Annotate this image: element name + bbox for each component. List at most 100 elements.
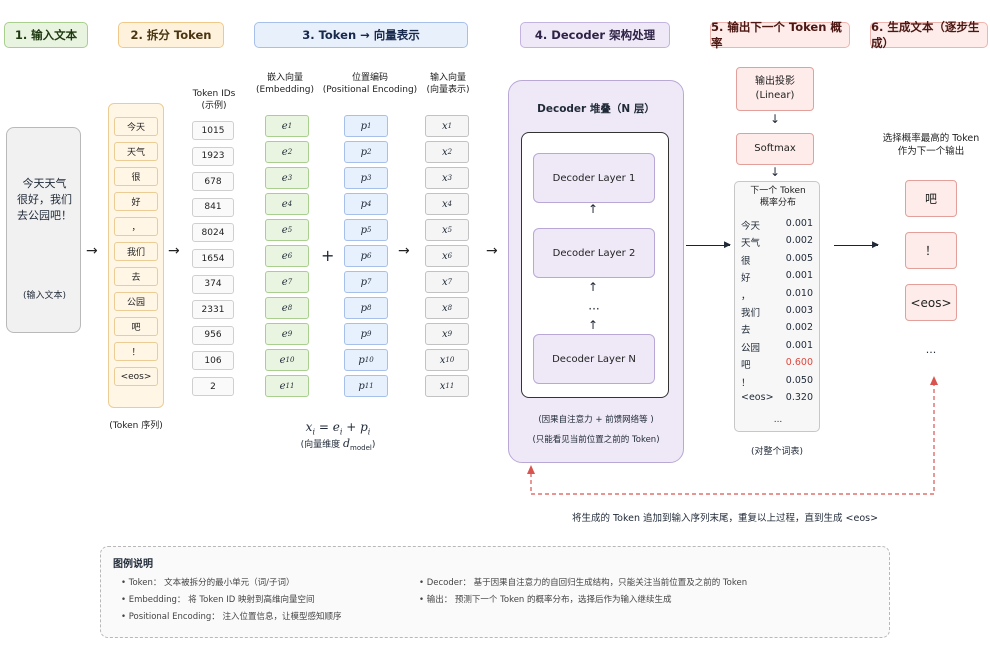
vector-index: 8 bbox=[287, 304, 293, 312]
vector-index: 11 bbox=[445, 382, 455, 390]
decoder-layer-n: Decoder Layer N bbox=[533, 334, 655, 384]
token-chip: 好 bbox=[114, 192, 158, 211]
arrow-line bbox=[686, 245, 730, 246]
probability-value: 0.320 bbox=[785, 392, 813, 403]
output-more: ... bbox=[925, 343, 937, 356]
vector-index: 8 bbox=[447, 304, 453, 312]
probability-token: 天气 bbox=[741, 238, 761, 250]
probability-value: 0.003 bbox=[785, 305, 813, 316]
arrow-down-icon: ↓ bbox=[770, 112, 781, 126]
vector-symbol: p bbox=[360, 224, 367, 236]
vector-index: 6 bbox=[287, 252, 293, 260]
vector-symbol: x bbox=[441, 120, 448, 132]
probability-token: 公园 bbox=[741, 342, 761, 354]
distribution-title-line: 概率分布 bbox=[759, 198, 796, 208]
probability-token: 今天 bbox=[741, 221, 761, 232]
vector-symbol: e bbox=[279, 354, 286, 366]
positional-header-line: 位置编码 bbox=[351, 73, 388, 83]
arrow-up-icon: ↑ bbox=[588, 318, 599, 332]
decoder-note-causal: (只能看见当前位置之前的 Token) bbox=[532, 435, 660, 445]
vector-index: 5 bbox=[287, 226, 293, 234]
token-chip: 公园 bbox=[114, 292, 158, 311]
vector-index: 10 bbox=[285, 356, 295, 364]
token-chip: 今天 bbox=[114, 117, 158, 136]
vector-index: 10 bbox=[445, 356, 455, 364]
legend-item-positional: • Positional Encoding： 注入位置信息，让模型感知顺序 bbox=[121, 612, 342, 622]
probability-value: 0.005 bbox=[785, 252, 813, 264]
probability-value: 0.002 bbox=[785, 322, 813, 334]
loop-note: 将生成的 Token 追加到输入序列末尾，重复以上过程，直到生成 <eos> bbox=[571, 513, 879, 524]
vector-symbol: x bbox=[441, 146, 448, 158]
dim-sub: model bbox=[350, 443, 372, 452]
vector-symbol: x bbox=[441, 172, 448, 184]
vector-index: 2 bbox=[287, 148, 293, 156]
vector-symbol: e bbox=[281, 302, 288, 314]
dim-prefix: (向量维度 bbox=[300, 440, 343, 450]
formula-sub: i bbox=[312, 427, 316, 437]
token-ids-header-line: (示例) bbox=[201, 101, 227, 111]
decoder-title: Decoder 堆叠（N 层） bbox=[537, 103, 655, 115]
probability-token: 很 bbox=[741, 255, 751, 267]
decoder-layer-2: Decoder Layer 2 bbox=[533, 228, 655, 278]
token-id-cell: 956 bbox=[192, 325, 234, 345]
vector-symbol: p bbox=[360, 276, 367, 288]
formula-x: x bbox=[305, 420, 313, 434]
positional-header: 位置编码 (Positional Encoding) bbox=[320, 72, 420, 96]
legend-title: 图例说明 bbox=[113, 559, 153, 570]
input-vectors-header-line: 输入向量 bbox=[429, 73, 466, 83]
output-token: 吧 bbox=[905, 180, 957, 217]
output-token: ！ bbox=[905, 232, 957, 269]
embedding-header: 嵌入向量 (Embedding) bbox=[252, 72, 318, 96]
vector-symbol: e bbox=[281, 198, 288, 210]
vector-index: 9 bbox=[287, 330, 293, 338]
vector-symbol: x bbox=[441, 250, 448, 262]
embedding-header-line: (Embedding) bbox=[255, 85, 315, 95]
vector-index: 3 bbox=[287, 174, 293, 182]
arrow-right-icon: → bbox=[168, 243, 180, 259]
projection-subtitle: (Linear) bbox=[755, 90, 795, 101]
token-id-cell: 106 bbox=[192, 351, 234, 371]
token-chip: 去 bbox=[114, 267, 158, 286]
probability-value: 0.001 bbox=[785, 218, 813, 229]
legend-item-token: • Token： 文本被拆分的最小单元（词/子词） bbox=[121, 578, 295, 588]
vector-symbol: e bbox=[281, 172, 288, 184]
legend-item-output: • 输出： 预测下一个 Token 的概率分布，选择后作为输入继续生成 bbox=[419, 595, 672, 605]
vector-symbol: p bbox=[360, 198, 367, 210]
probability-value: 0.050 bbox=[785, 374, 813, 386]
vector-index: 9 bbox=[447, 330, 453, 338]
arrow-line bbox=[834, 245, 878, 246]
formula-p: p bbox=[360, 420, 368, 434]
arrow-head-icon: ▶ bbox=[872, 240, 879, 250]
token-chip: 天气 bbox=[114, 142, 158, 161]
input-line: 今天天气 bbox=[22, 177, 67, 190]
vector-symbol: p bbox=[360, 328, 367, 340]
token-ids-header-line: Token IDs bbox=[192, 89, 236, 99]
embedding-header-line: 嵌入向量 bbox=[266, 73, 303, 83]
probability-value: 0.001 bbox=[785, 270, 813, 282]
formula-eq: = bbox=[315, 420, 333, 434]
token-id-cell: 1923 bbox=[192, 146, 234, 166]
probability-token: 我们 bbox=[741, 308, 761, 319]
vector-index: 4 bbox=[447, 200, 453, 208]
stage-header-probability: 5. 输出下一个 Token 概率 bbox=[710, 20, 850, 50]
vector-index: 7 bbox=[447, 278, 453, 286]
arrow-right-icon: → bbox=[486, 243, 498, 259]
probability-token: 吧 bbox=[741, 360, 751, 372]
vector-index: 4 bbox=[366, 200, 372, 208]
vector-symbol: p bbox=[360, 302, 367, 314]
vector-symbol: p bbox=[360, 172, 367, 184]
decoder-note-attention: (因果自注意力 + 前馈网络等 ) bbox=[538, 415, 654, 425]
vector-symbol: p bbox=[360, 250, 367, 262]
probability-token: ！ bbox=[741, 377, 751, 389]
